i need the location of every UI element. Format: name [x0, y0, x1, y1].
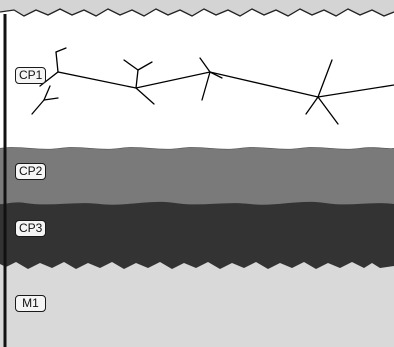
- crack-branch: [305, 96, 319, 115]
- crack-branch: [43, 85, 51, 101]
- cp1-layer-fill: [0, 9, 394, 149]
- crack-branch: [123, 59, 139, 71]
- cp2-layer-label: CP2: [15, 163, 47, 180]
- top-surface-band: [0, 0, 394, 16]
- m1-layer-label: M1: [15, 295, 46, 312]
- crack-branch: [55, 51, 59, 73]
- crack-branch: [43, 97, 59, 101]
- crack-branch: [31, 99, 45, 115]
- crack-branch: [135, 69, 139, 89]
- crack-network: [31, 47, 394, 125]
- crack-branch: [137, 61, 153, 71]
- cp3-layer-fill: [0, 195, 394, 269]
- crack-branch: [201, 71, 211, 101]
- crack-branch: [55, 47, 67, 53]
- crack-branch: [317, 96, 339, 125]
- cp2-layer-fill: [0, 147, 394, 205]
- cp1-layer-label: CP1: [15, 67, 47, 84]
- crack-branch: [317, 59, 333, 98]
- crack-branch: [209, 71, 223, 79]
- crack-main-line: [39, 71, 394, 98]
- cp3-layer-label: CP3: [15, 220, 47, 237]
- crack-branch: [135, 87, 155, 105]
- top-surface-edge: [0, 8, 394, 17]
- crack-branch: [199, 57, 211, 73]
